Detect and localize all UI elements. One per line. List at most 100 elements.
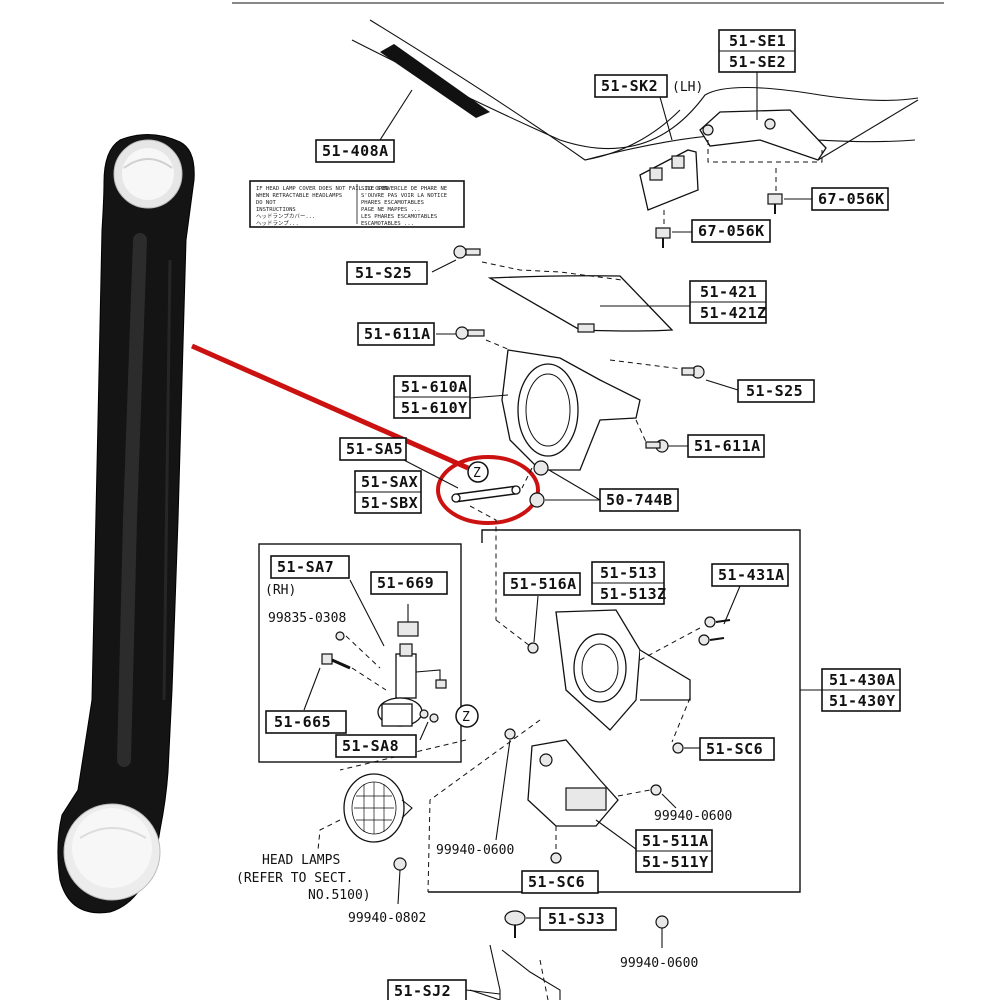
label-head-lamps: HEAD LAMPS (REFER TO SECT. NO.5100)	[236, 853, 371, 903]
warning-label-part: IF HEAD LAMP COVER DOES NOT FAIL TO OPEN…	[249, 89, 465, 228]
label-51-611a-right-text: 51-611A	[694, 437, 761, 455]
label-51-se1: 51-SE1	[729, 32, 786, 50]
label-51-sa8-text: 51-SA8	[342, 737, 399, 755]
label-51-408a: 51-408A	[315, 139, 395, 163]
label-51-511y-text: 51-511Y	[642, 853, 709, 871]
warning-col1-line1: IF HEAD LAMP COVER DOES NOT FAIL TO OPEN	[256, 186, 388, 192]
link-arm-photo	[57, 134, 195, 914]
label-67-056k-right-text: 67-056K	[818, 190, 885, 208]
label-51-sj2: 51-SJ2	[387, 979, 467, 1000]
label-51-s25-mid: 51-S25	[737, 379, 815, 403]
label-51-sc6-right-text: 51-SC6	[706, 740, 763, 758]
motor-part	[377, 643, 447, 727]
lamp-cover-part	[431, 245, 690, 333]
warning-col2-line6: ESCAMOTABLES ...	[361, 221, 414, 227]
label-51-s25-top-text: 51-S25	[355, 264, 412, 282]
label-51-611a-left-text: 51-611A	[364, 325, 431, 343]
bushing-50-744b-bottom	[529, 492, 545, 508]
warning-col2-line3: PHARES ESCAMOTABLES	[361, 200, 424, 206]
motor-assembly-box: Z	[258, 543, 479, 763]
bolt-51-665	[321, 653, 351, 670]
z-marker-top-text: Z	[473, 466, 481, 481]
bracket-51-511a	[527, 739, 619, 827]
z-marker-circle-bottom	[455, 704, 479, 728]
grommet-51-669	[397, 604, 419, 637]
label-51-610a-text: 51-610A	[401, 378, 468, 396]
label-51-se2: 51-SE2	[729, 53, 786, 71]
label-51-665: 51-665	[265, 710, 347, 734]
label-99940-0802: 99940-0802	[348, 911, 426, 926]
label-51-sa7-text: 51-SA7	[277, 558, 334, 576]
nut-99940-0802	[393, 857, 407, 871]
label-51-se1-se2: 51-SE1 51-SE2	[718, 29, 796, 73]
label-51-408a-text: 51-408A	[322, 142, 389, 160]
label-head-lamps-line1: HEAD LAMPS	[262, 853, 340, 868]
label-51-sbx-text: 51-SBX	[361, 494, 418, 512]
label-51-sa5: 51-SA5	[339, 437, 407, 461]
label-51-516a: 51-516A	[503, 572, 581, 596]
nut-99940-0600-mid	[504, 728, 516, 740]
label-51-421: 51-421 51-421Z	[689, 280, 767, 324]
label-50-744b-text: 50-744B	[606, 491, 673, 509]
label-67-056k-left: 67-056K	[691, 219, 771, 243]
bolt-67-056k-left	[655, 227, 671, 248]
mounting-bracket-box	[427, 529, 822, 893]
screw-51-611a-right	[645, 439, 669, 453]
label-99940-0600-mid: 99940-0600	[436, 843, 514, 858]
label-51-511a-text: 51-511A	[642, 832, 709, 850]
label-51-sk2: 51-SK2 (LH)	[594, 74, 703, 98]
label-51-669: 51-669	[370, 571, 448, 595]
label-51-sc6-bottom: 51-SC6	[521, 870, 599, 894]
label-99940-0600-right: 99940-0600	[654, 809, 732, 824]
warning-col2-line5: LES PHARES ESCAMOTABLES	[361, 214, 437, 220]
label-51-s25-top: 51-S25	[346, 261, 428, 285]
label-99835-0308: 99835-0308	[268, 611, 346, 626]
label-51-sax-text: 51-SAX	[361, 473, 418, 491]
label-51-421z-text: 51-421Z	[700, 304, 767, 322]
label-51-431a: 51-431A	[711, 563, 789, 587]
warning-col1-line2: WHEN RETRACTABLE HEADLAMPS	[256, 193, 342, 199]
label-51-sc6-right: 51-SC6	[699, 737, 775, 761]
screws-51-431a	[698, 616, 731, 646]
label-head-lamps-line2: (REFER TO SECT.	[236, 871, 353, 886]
label-51-sa5-text: 51-SA5	[346, 440, 403, 458]
label-51-513: 51-513 51-513Z	[591, 561, 667, 605]
bolt-67-056k-right	[767, 193, 783, 214]
warning-label-text: IF HEAD LAMP COVER DOES NOT FAIL TO OPEN…	[256, 186, 447, 227]
warning-col1-line5: ヘッドランプカバー...	[256, 213, 315, 220]
label-51-516a-text: 51-516A	[510, 575, 577, 593]
label-51-611a-right: 51-611A	[687, 434, 765, 458]
label-51-513z-text: 51-513Z	[600, 585, 667, 603]
screw-99835-0308	[335, 631, 345, 641]
label-51-430a: 51-430A 51-430Y	[821, 668, 901, 712]
label-99940-0600-bottom: 99940-0600	[620, 956, 698, 971]
label-51-431a-text: 51-431A	[718, 566, 785, 584]
bottom-bushing	[63, 803, 161, 901]
label-51-665-text: 51-665	[274, 713, 331, 731]
nut-51-sc6-right	[672, 742, 684, 754]
headlamp-part	[317, 739, 467, 851]
label-51-sj3: 51-SJ3	[539, 907, 617, 931]
grommet-51-516a	[527, 642, 539, 654]
label-51-511a: 51-511A 51-511Y	[635, 829, 713, 873]
label-51-sa8: 51-SA8	[335, 734, 417, 758]
label-51-sj3-text: 51-SJ3	[548, 910, 605, 928]
warning-col1-line4: INSTRUCTIONS	[256, 207, 296, 213]
label-rh: (RH)	[265, 583, 296, 598]
label-51-669-text: 51-669	[377, 574, 434, 592]
z-marker-bottom-text: Z	[462, 710, 470, 725]
warning-col2-line1: SILE CONVERCLE DE PHARE NE	[361, 186, 447, 192]
hood-brackets	[639, 70, 827, 248]
label-67-056k-left-text: 67-056K	[698, 222, 765, 240]
label-51-513-text: 51-513	[600, 564, 657, 582]
warning-col2-line2: S'OUVRE PAS VOIR LA NOTICE	[361, 193, 447, 199]
clip-51-sj3	[504, 910, 526, 938]
highlight-callout	[190, 343, 540, 525]
label-head-lamps-line3: NO.5100)	[308, 888, 371, 903]
z-marker-circle-top	[467, 461, 489, 483]
label-51-sj2-text: 51-SJ2	[394, 982, 451, 1000]
hood-stripe	[380, 44, 490, 118]
nut-99940-0600-right	[650, 784, 662, 796]
link-rod-part: Z	[399, 457, 601, 620]
